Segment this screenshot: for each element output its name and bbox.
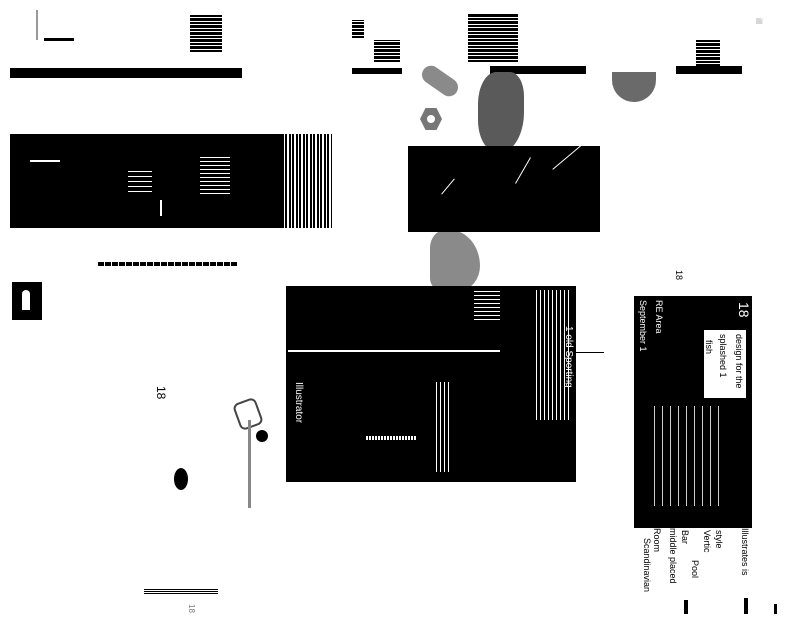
page-edge-line <box>44 38 74 41</box>
right-header: 18 <box>736 302 752 318</box>
header-rule <box>10 68 242 78</box>
center-text-panel: 1 old Sporting Illustrator <box>286 286 576 482</box>
golfer-logo-icon <box>12 282 42 320</box>
hex-nut-icon <box>420 108 442 130</box>
wrench-icon <box>418 62 462 100</box>
photo-tool-shape <box>478 72 524 152</box>
right-line: fish <box>704 340 714 355</box>
right-line: September 1 <box>638 300 648 352</box>
panel-line <box>30 160 60 162</box>
header-text-smear <box>696 40 720 70</box>
panel-text-smear <box>474 290 500 320</box>
right-inset-box: design for the splashed 1 fish <box>704 330 746 398</box>
center-line-1: 1 old Sporting <box>563 326 574 388</box>
caption-scribble <box>552 143 584 170</box>
panel-text-smear <box>536 290 570 420</box>
panel-edge-smear <box>282 134 332 228</box>
right-line: splashed 1 <box>718 334 728 378</box>
caption-scribble <box>441 178 455 195</box>
right-line: Illustrates is <box>740 528 750 576</box>
panel-text-smear <box>436 382 452 472</box>
right-line: style <box>714 530 724 549</box>
center-line-2: Illustrator <box>293 382 304 424</box>
section-rule <box>98 262 238 266</box>
page-number-small: 18 <box>674 270 684 281</box>
header-rule <box>676 66 742 74</box>
right-line: middle placed <box>668 528 678 584</box>
right-line: Pool <box>690 560 700 579</box>
ball-icon <box>256 430 268 442</box>
photo-tool-shape <box>430 230 480 290</box>
putter-shaft <box>248 420 251 508</box>
header-text-smear <box>190 14 222 52</box>
photo-caption-panel <box>408 143 600 232</box>
panel-text-smear <box>128 168 152 192</box>
header-text-smear <box>468 14 518 62</box>
right-text-panel: 18 RE Area September 1 design for the sp… <box>634 296 752 528</box>
footer-rule <box>144 588 218 594</box>
header-text-smear <box>352 20 364 38</box>
header-text-smear <box>374 40 400 62</box>
right-text-smear <box>654 406 724 506</box>
page-edge-mark <box>36 10 46 40</box>
text-panel <box>10 134 282 228</box>
right-line: Room <box>652 528 662 553</box>
page-number-right: 18 <box>187 604 196 613</box>
right-line: Vertic <box>702 530 712 553</box>
caption-scribble <box>515 157 531 184</box>
panel-rule <box>288 350 500 352</box>
panel-rule <box>366 436 416 440</box>
edge-tick <box>684 600 688 614</box>
edge-tick <box>774 604 777 614</box>
right-line: Bar <box>680 530 690 545</box>
page-number-left: 18 <box>154 386 168 400</box>
right-line: RE Area <box>654 300 664 334</box>
photo-tool-shape <box>612 72 656 102</box>
ball-icon <box>174 468 188 490</box>
header-rule <box>490 66 586 74</box>
edge-mark-text: ill <box>754 18 764 24</box>
right-line: design for the <box>734 334 744 389</box>
panel-text-smear <box>200 154 230 194</box>
connector-line <box>576 352 604 353</box>
panel-line <box>160 200 162 216</box>
header-rule <box>352 68 402 74</box>
edge-tick <box>744 598 748 614</box>
right-line: Scandinavian <box>642 538 652 593</box>
